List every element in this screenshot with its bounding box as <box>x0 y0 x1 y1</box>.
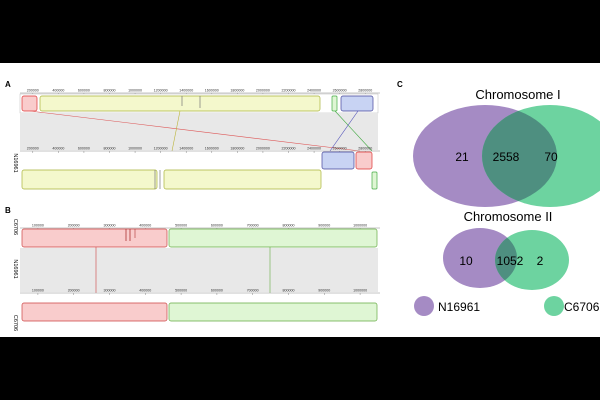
lcb-blue-bottom <box>321 151 355 170</box>
chr2-shared-count: 1052 <box>497 254 524 268</box>
ruler-tick-label: 200000 <box>68 224 80 228</box>
panel-b-comparison-area <box>20 248 378 292</box>
ruler-tick-label: 600000 <box>211 289 223 293</box>
panel-b-connectors <box>95 247 271 293</box>
lcb-red-b-top <box>21 228 168 248</box>
ruler-tick-label: 2400000 <box>307 147 321 151</box>
ruler-tick-label: 500000 <box>175 224 187 228</box>
lcb-red-top <box>21 95 38 112</box>
venn-chr1-overlap <box>482 105 557 207</box>
ruler-tick-label: 1800000 <box>230 89 244 93</box>
panel-b-top-track <box>21 228 378 248</box>
panel-a-connectors <box>29 110 373 152</box>
lcb-yellow-bottom-1 <box>21 169 158 190</box>
ruler-tick-label: 2600000 <box>333 89 347 93</box>
ruler-tick-label: 1400000 <box>179 89 193 93</box>
ruler-tick-label: 2600000 <box>333 147 347 151</box>
chr1-c6706-only-count: 70 <box>544 150 558 164</box>
panel-c-label: C <box>397 80 403 89</box>
venn-chr2-n16961 <box>443 228 517 288</box>
lcb-green-top <box>331 95 338 112</box>
ruler-tick-label: 2000000 <box>256 89 270 93</box>
ruler-tick-label: 800000 <box>104 89 116 93</box>
chr2-n16961-only-count: 10 <box>459 254 473 268</box>
panel-b-label: B <box>5 206 11 215</box>
ruler-tick-label: 200000 <box>27 147 39 151</box>
panel-a-top-track <box>19 93 379 114</box>
ruler-tick-label: 2200000 <box>282 89 296 93</box>
ruler-tick-label: 600000 <box>211 224 223 228</box>
ruler-tick-label: 400000 <box>139 289 151 293</box>
ruler-tick-label: 1400000 <box>179 147 193 151</box>
lcb-green-bottom <box>371 171 378 190</box>
venn-chr2-c6706 <box>495 230 569 290</box>
figure-canvas: A 200000 400000 600000 800000 1000000 1200000… <box>0 63 600 337</box>
ruler-tick-label: 1600000 <box>205 147 219 151</box>
chr1-n16961-only-count: 21 <box>455 150 469 164</box>
panel-a: A 200000 400000 600000 800000 1000000 1200000… <box>5 80 380 235</box>
ruler-tick-label: 2800000 <box>358 147 372 151</box>
chr2-c6706-only-count: 2 <box>537 254 544 268</box>
ruler-tick-label: 600000 <box>78 147 90 151</box>
ruler-tick-label: 1600000 <box>205 89 219 93</box>
ruler-tick-label: 400000 <box>52 89 64 93</box>
ruler-tick-label: 400000 <box>139 224 151 228</box>
lcb-blue-top <box>340 95 374 112</box>
ruler-tick-label: 500000 <box>175 289 187 293</box>
ruler-tick-label: 200000 <box>68 289 80 293</box>
ruler-tick-label: 2400000 <box>307 89 321 93</box>
panel-a-bottom-genome-label: C6706 <box>12 219 18 235</box>
legend-label-c6706: C6706 <box>564 300 600 314</box>
ruler-tick-label: 1800000 <box>230 147 244 151</box>
panel-a-label: A <box>5 80 11 89</box>
panel-a-top-genome-label: N16961 <box>12 153 18 172</box>
ruler-tick-label: 700000 <box>247 289 259 293</box>
ruler-tick-label: 200000 <box>27 89 39 93</box>
panel-b-top-genome-label: N16961 <box>12 259 18 278</box>
figure-svg: A 200000 400000 600000 800000 1000000 1200000… <box>5 80 600 331</box>
panel-a-bottom-ruler: 200000 400000 600000 800000 1000000 1200000 14… <box>20 147 380 153</box>
ruler-tick-label: 800000 <box>283 289 295 293</box>
ruler-tick-label: 800000 <box>104 147 116 151</box>
panel-b-bottom-ruler: 100000 200000 300000 400000 500000 600000 7000… <box>20 289 380 295</box>
panel-a-bottom-track <box>21 151 378 190</box>
ruler-tick-label: 800000 <box>283 224 295 228</box>
ruler-tick-label: 2800000 <box>358 89 372 93</box>
panel-c: C Chromosome I 21 2558 70 Chromosome II … <box>397 80 600 316</box>
chromosome-1-title: Chromosome I <box>475 87 560 102</box>
lcb-red-b-bottom <box>21 302 168 322</box>
ruler-tick-label: 100000 <box>32 224 44 228</box>
legend-swatch-n16961 <box>414 296 434 316</box>
ruler-tick-label: 300000 <box>104 224 116 228</box>
panel-b-bottom-genome-label: C6706 <box>12 315 18 331</box>
ruler-tick-label: 1000000 <box>353 289 367 293</box>
ruler-tick-label: 700000 <box>247 224 259 228</box>
legend-label-n16961: N16961 <box>438 300 480 314</box>
chromosome-2-title: Chromosome II <box>464 209 553 224</box>
ruler-tick-label: 100000 <box>32 289 44 293</box>
lcb-yellow-bottom-2 <box>163 169 322 190</box>
ruler-tick-label: 1000000 <box>128 89 142 93</box>
lcb-red-bottom <box>355 151 373 170</box>
panel-b-bottom-track <box>21 302 378 322</box>
ruler-tick-label: 1200000 <box>154 89 168 93</box>
ruler-tick-label: 300000 <box>104 289 116 293</box>
ruler-tick-label: 2000000 <box>256 147 270 151</box>
legend-swatch-c6706 <box>544 296 564 316</box>
panel-b-top-ruler: 100000 200000 300000 400000 500000 600000 7000… <box>20 224 380 230</box>
ruler-tick-label: 900000 <box>318 224 330 228</box>
ruler-tick-label: 1000000 <box>128 147 142 151</box>
ruler-tick-label: 1200000 <box>154 147 168 151</box>
lcb-green-b-top <box>168 228 378 248</box>
lcb-yellow-top <box>39 95 321 112</box>
ruler-tick-label: 900000 <box>318 289 330 293</box>
ruler-tick-label: 2200000 <box>282 147 296 151</box>
panel-b: B 100000 200000 300000 400000 500000 600000 70… <box>5 206 380 331</box>
chr1-shared-count: 2558 <box>493 150 520 164</box>
ruler-tick-label: 600000 <box>78 89 90 93</box>
lcb-green-b-bottom <box>168 302 378 322</box>
venn-legend: N16961 C6706 <box>414 296 600 316</box>
ruler-tick-label: 400000 <box>52 147 64 151</box>
ruler-tick-label: 1000000 <box>353 224 367 228</box>
